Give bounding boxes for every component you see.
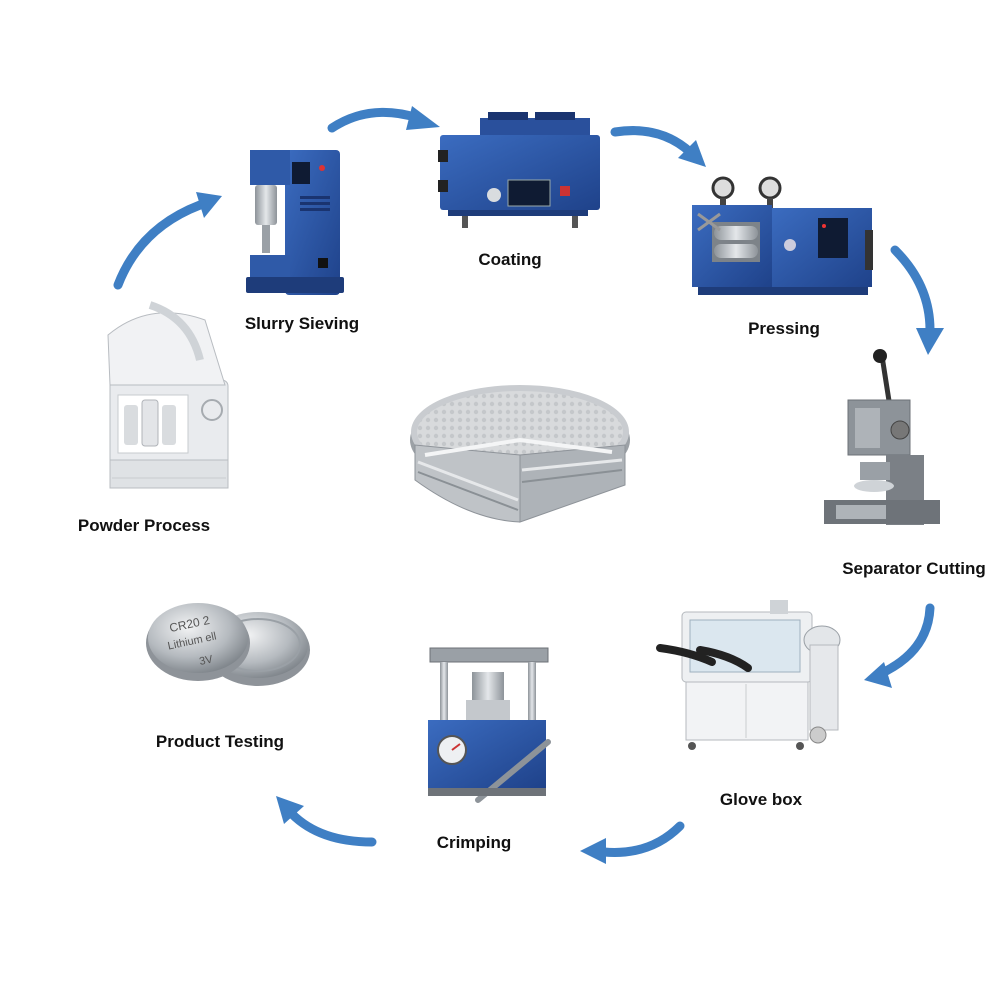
coating-machine-icon [438,112,600,228]
step-label-glove-box: Glove box [719,790,803,809]
step-label-coating: Coating [478,250,542,269]
arrow-crimping-to-testing [276,796,377,847]
arrow-pressing-to-cutting [890,245,944,355]
disc-cutter-icon [824,349,940,525]
arrow-sieving-to-coating [327,106,440,133]
planetary-ball-mill-icon [107,301,229,489]
coin-cell-cross-section-icon [410,385,630,523]
step-label-separator-cutting: Separator Cutting [842,559,986,578]
slurry-mixer-icon [246,150,344,295]
roller-press-icon [692,176,873,295]
step-label-powder-process: Powder Process [77,516,211,535]
glove-box-icon [656,600,841,750]
arrow-glovebox-to-crimping [580,821,685,864]
step-label-product-testing: Product Testing [155,732,285,751]
arrow-coating-to-pressing [610,126,706,167]
arrow-powder-to-sieving [113,192,222,290]
arrow-cutting-to-glovebox [864,603,935,688]
step-label-pressing: Pressing [748,319,820,338]
crimping-machine-icon [428,647,551,803]
coin-print-line3: 3V [198,653,214,668]
coin-cells-icon: CR20 2 Lithium ell 3V [146,603,310,686]
step-label-slurry-sieving: Slurry Sieving [244,314,360,333]
step-label-crimping: Crimping [436,833,512,852]
